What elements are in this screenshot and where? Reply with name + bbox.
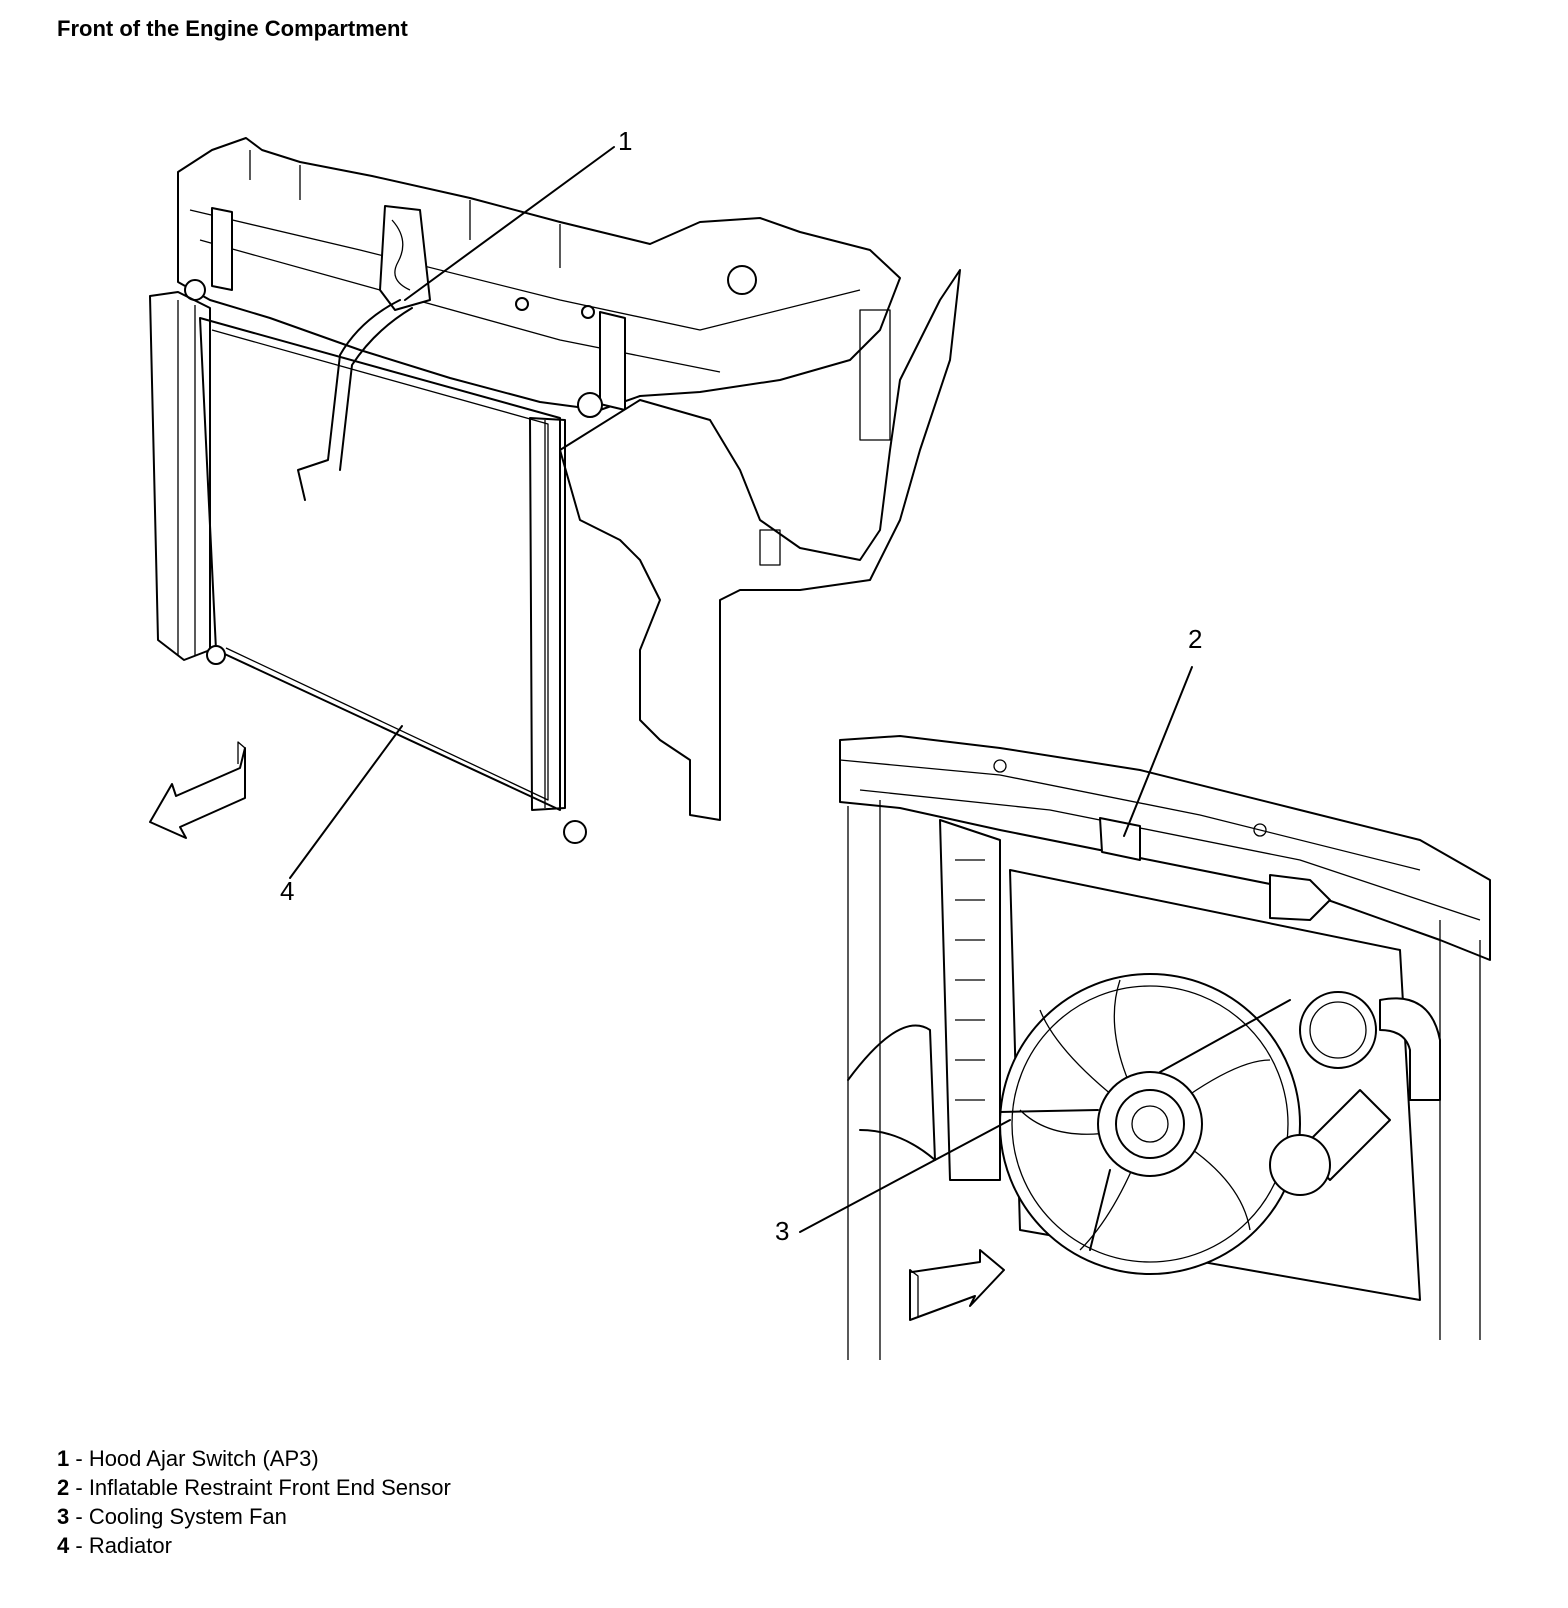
diagram-title: Front of the Engine Compartment: [57, 16, 408, 41]
callout-4-number: 4: [280, 876, 294, 906]
legend: 1 - Hood Ajar Switch (AP3) 2 - Inflatabl…: [57, 1444, 451, 1560]
legend-separator: -: [69, 1446, 89, 1471]
front-direction-arrow-right: [909, 1249, 1005, 1321]
callout-4-leader: [289, 725, 403, 879]
hood-latch: [379, 205, 431, 311]
front-end-sensor: [1099, 817, 1141, 861]
legend-item: 4 - Radiator: [57, 1531, 451, 1560]
legend-number: 4: [57, 1533, 70, 1558]
legend-label: Inflatable Restraint Front End Sensor: [88, 1475, 451, 1500]
legend-item: 3 - Cooling System Fan: [57, 1502, 451, 1531]
legend-label: Hood Ajar Switch (AP3): [88, 1446, 319, 1471]
callout-3-number: 3: [775, 1216, 789, 1246]
legend-item: 1 - Hood Ajar Switch (AP3): [57, 1444, 451, 1473]
front-direction-arrow-left: [149, 747, 246, 839]
legend-separator: -: [69, 1533, 89, 1558]
radiator-support-view: [149, 137, 961, 844]
callout-1-number: 1: [618, 126, 632, 156]
callout-2-number: 2: [1188, 624, 1202, 654]
upper-tie-bar: [177, 137, 901, 411]
callout-1-leader: [404, 146, 615, 301]
legend-item: 2 - Inflatable Restraint Front End Senso…: [57, 1473, 451, 1502]
legend-label: Cooling System Fan: [88, 1504, 287, 1529]
callout-2-leader: [1123, 666, 1193, 837]
cooling-fan-view: [839, 735, 1491, 1360]
legend-separator: -: [69, 1504, 89, 1529]
callout-3-leader: [799, 1119, 1011, 1233]
legend-label: Radiator: [88, 1533, 172, 1558]
legend-number: 3: [57, 1504, 70, 1529]
legend-number: 1: [57, 1446, 70, 1471]
legend-separator: -: [69, 1475, 89, 1500]
legend-number: 2: [57, 1475, 70, 1500]
